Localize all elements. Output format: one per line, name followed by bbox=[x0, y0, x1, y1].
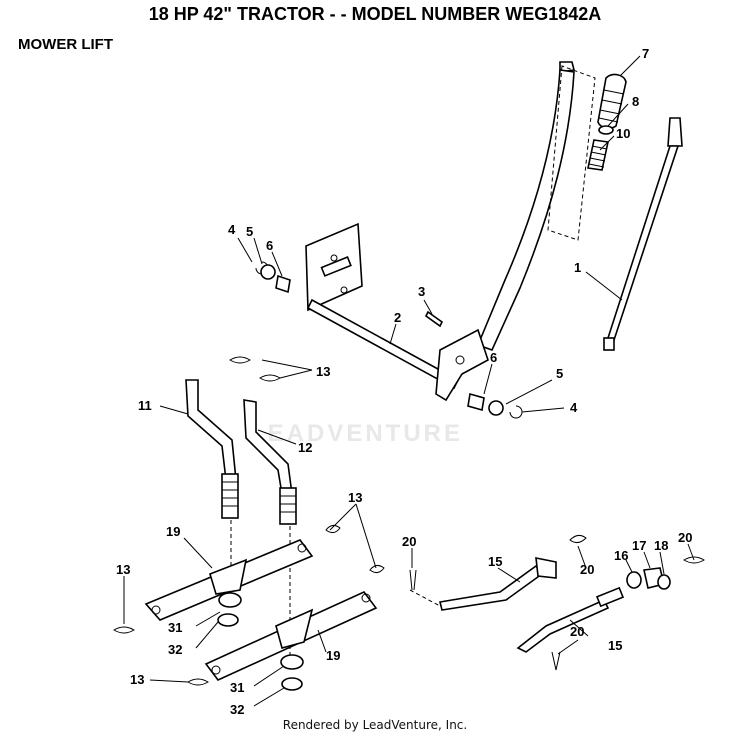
callout-6-left: 6 bbox=[266, 238, 273, 253]
callout-20-left: 20 bbox=[402, 534, 416, 549]
callout-11: 11 bbox=[138, 398, 152, 413]
page-title: 18 HP 42" TRACTOR - - MODEL NUMBER WEG18… bbox=[148, 4, 602, 24]
clip-20-bottom bbox=[551, 651, 561, 671]
callout-19-upper: 19 bbox=[166, 524, 180, 539]
callout-4-left: 4 bbox=[228, 222, 236, 237]
washer-right bbox=[488, 400, 504, 416]
callout-13-left: 13 bbox=[116, 562, 130, 577]
callout-15-lower: 15 bbox=[608, 638, 622, 653]
callout-15-upper: 15 bbox=[488, 554, 502, 569]
lift-link-right bbox=[243, 399, 297, 525]
hairpin-clip-bottom bbox=[187, 678, 209, 686]
callout-32-upper: 32 bbox=[168, 642, 182, 657]
callout-16: 16 bbox=[614, 548, 628, 563]
hairpin-clip-top bbox=[229, 356, 251, 364]
rod-guide bbox=[409, 589, 441, 607]
hairpin-clip-top-2 bbox=[259, 374, 281, 382]
hairpin-clip-mid bbox=[325, 524, 341, 534]
callout-4-right: 4 bbox=[570, 400, 578, 415]
clip-20-left bbox=[409, 569, 417, 591]
callout-31-upper: 31 bbox=[168, 620, 182, 635]
lift-link-left bbox=[185, 379, 239, 519]
callout-13-bottom: 13 bbox=[130, 672, 144, 687]
callout-3: 3 bbox=[418, 284, 425, 299]
callout-32-lower: 32 bbox=[230, 702, 244, 717]
washer-16 bbox=[626, 571, 642, 589]
watermark: LEADVENTURE bbox=[250, 420, 464, 447]
callout-19-lower: 19 bbox=[326, 648, 340, 663]
bushing-31-upper bbox=[218, 592, 242, 608]
lift-rod-lower bbox=[516, 586, 625, 653]
cross-shaft bbox=[306, 298, 460, 390]
callout-20-bottom: 20 bbox=[570, 624, 584, 639]
hairpin-clip-left bbox=[113, 626, 135, 634]
nut-32-upper bbox=[217, 613, 239, 627]
hairpin-clip-mid-2 bbox=[369, 564, 385, 574]
pivot-bracket bbox=[435, 328, 489, 402]
callout-31-lower: 31 bbox=[230, 680, 244, 695]
lift-handle bbox=[476, 61, 596, 352]
section-title: MOWER LIFT bbox=[18, 36, 113, 53]
callout-17: 17 bbox=[632, 538, 646, 553]
callout-20-upper: 20 bbox=[580, 562, 594, 577]
cotter-pin bbox=[424, 310, 444, 328]
leader-lines bbox=[123, 55, 695, 707]
callout-5-right: 5 bbox=[556, 366, 563, 381]
callout-1: 1 bbox=[574, 260, 581, 275]
bushing-31-lower bbox=[280, 654, 304, 670]
washer-left bbox=[260, 264, 276, 280]
callout-2: 2 bbox=[394, 310, 401, 325]
retaining-ring-right bbox=[509, 405, 523, 419]
clip-20-right bbox=[683, 556, 705, 564]
callout-5-left: 5 bbox=[246, 224, 253, 239]
nut-32-lower bbox=[281, 677, 303, 691]
callout-10: 10 bbox=[616, 126, 630, 141]
lift-arm-lower bbox=[204, 591, 378, 681]
lift-rod-upper bbox=[439, 557, 557, 611]
mounting-bracket bbox=[305, 222, 363, 312]
callout-20-right: 20 bbox=[678, 530, 692, 545]
callout-7: 7 bbox=[642, 46, 649, 61]
bushing-left bbox=[275, 274, 291, 294]
bushing-right bbox=[467, 392, 485, 412]
adjustment-rod bbox=[603, 117, 683, 351]
callout-8: 8 bbox=[632, 94, 639, 109]
callout-12: 12 bbox=[298, 440, 312, 455]
footer-credit: Rendered by LeadVenture, Inc. bbox=[282, 718, 468, 732]
callout-6-right: 6 bbox=[490, 350, 497, 365]
lift-arm-upper bbox=[144, 539, 314, 621]
handle-grip bbox=[597, 73, 627, 129]
clip-20-upper bbox=[569, 534, 587, 544]
callout-18: 18 bbox=[654, 538, 668, 553]
handle-ring bbox=[598, 125, 614, 135]
callout-13-mid: 13 bbox=[348, 490, 362, 505]
bushing-18 bbox=[657, 574, 671, 590]
callout-13-top: 13 bbox=[316, 364, 330, 379]
